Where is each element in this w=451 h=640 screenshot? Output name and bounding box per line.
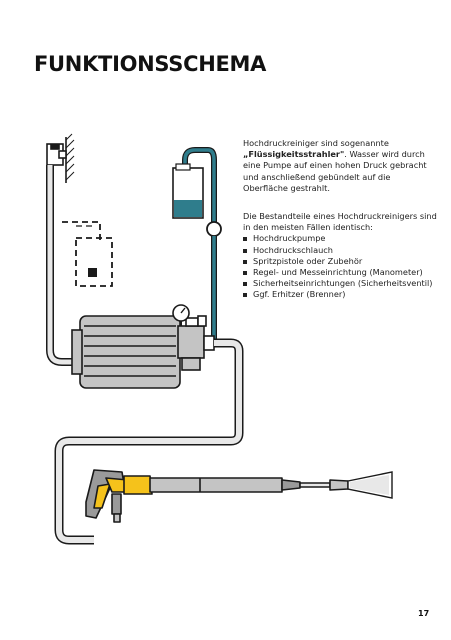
component-item: Sicherheitseinrichtungen (Sicherheitsven… bbox=[243, 278, 443, 289]
wall-icon bbox=[65, 133, 75, 183]
page-number: 17 bbox=[418, 609, 430, 618]
detergent-valve-icon bbox=[206, 221, 222, 237]
component-item: Regel- und Messeinrichtung (Manometer) bbox=[243, 267, 443, 278]
water-jet-icon bbox=[347, 471, 393, 499]
components-list: Hochdruckpumpe Hochdruckschlauch Spritzp… bbox=[243, 233, 443, 300]
pump-motor-icon bbox=[71, 315, 181, 389]
container-outlet bbox=[88, 268, 97, 277]
detergent-tank-icon bbox=[172, 147, 217, 222]
detergent-line bbox=[207, 236, 216, 342]
intro-text-end: . Wasser wird durch eine Pumpe auf einen… bbox=[243, 149, 427, 193]
intro-paragraph: Hochdruckreiniger sind sogenannte „Flüss… bbox=[243, 138, 433, 194]
spray-gun-icon bbox=[85, 469, 349, 523]
intro-bold-term: „Flüssigkeitsstrahler" bbox=[243, 149, 345, 160]
page-title: FUNKTIONSSCHEMA bbox=[34, 52, 267, 76]
component-item: Hochdruckschlauch bbox=[243, 245, 443, 256]
intro-text-start: Hochdruckreiniger sind sogenannte bbox=[243, 138, 389, 148]
component-item: Hochdruckpumpe bbox=[243, 233, 443, 244]
component-item: Ggf. Erhitzer (Brenner) bbox=[243, 289, 443, 300]
manometer-icon bbox=[172, 304, 190, 326]
pump-head-icon bbox=[177, 315, 215, 371]
components-intro: Die Bestandteile eines Hochdruckreiniger… bbox=[243, 211, 437, 233]
components-section: Die Bestandteile eines Hochdruckreiniger… bbox=[243, 211, 443, 301]
component-item: Spritzpistole oder Zubehör bbox=[243, 256, 443, 267]
water-container-dashed bbox=[62, 221, 113, 287]
water-tap-icon bbox=[46, 143, 67, 166]
